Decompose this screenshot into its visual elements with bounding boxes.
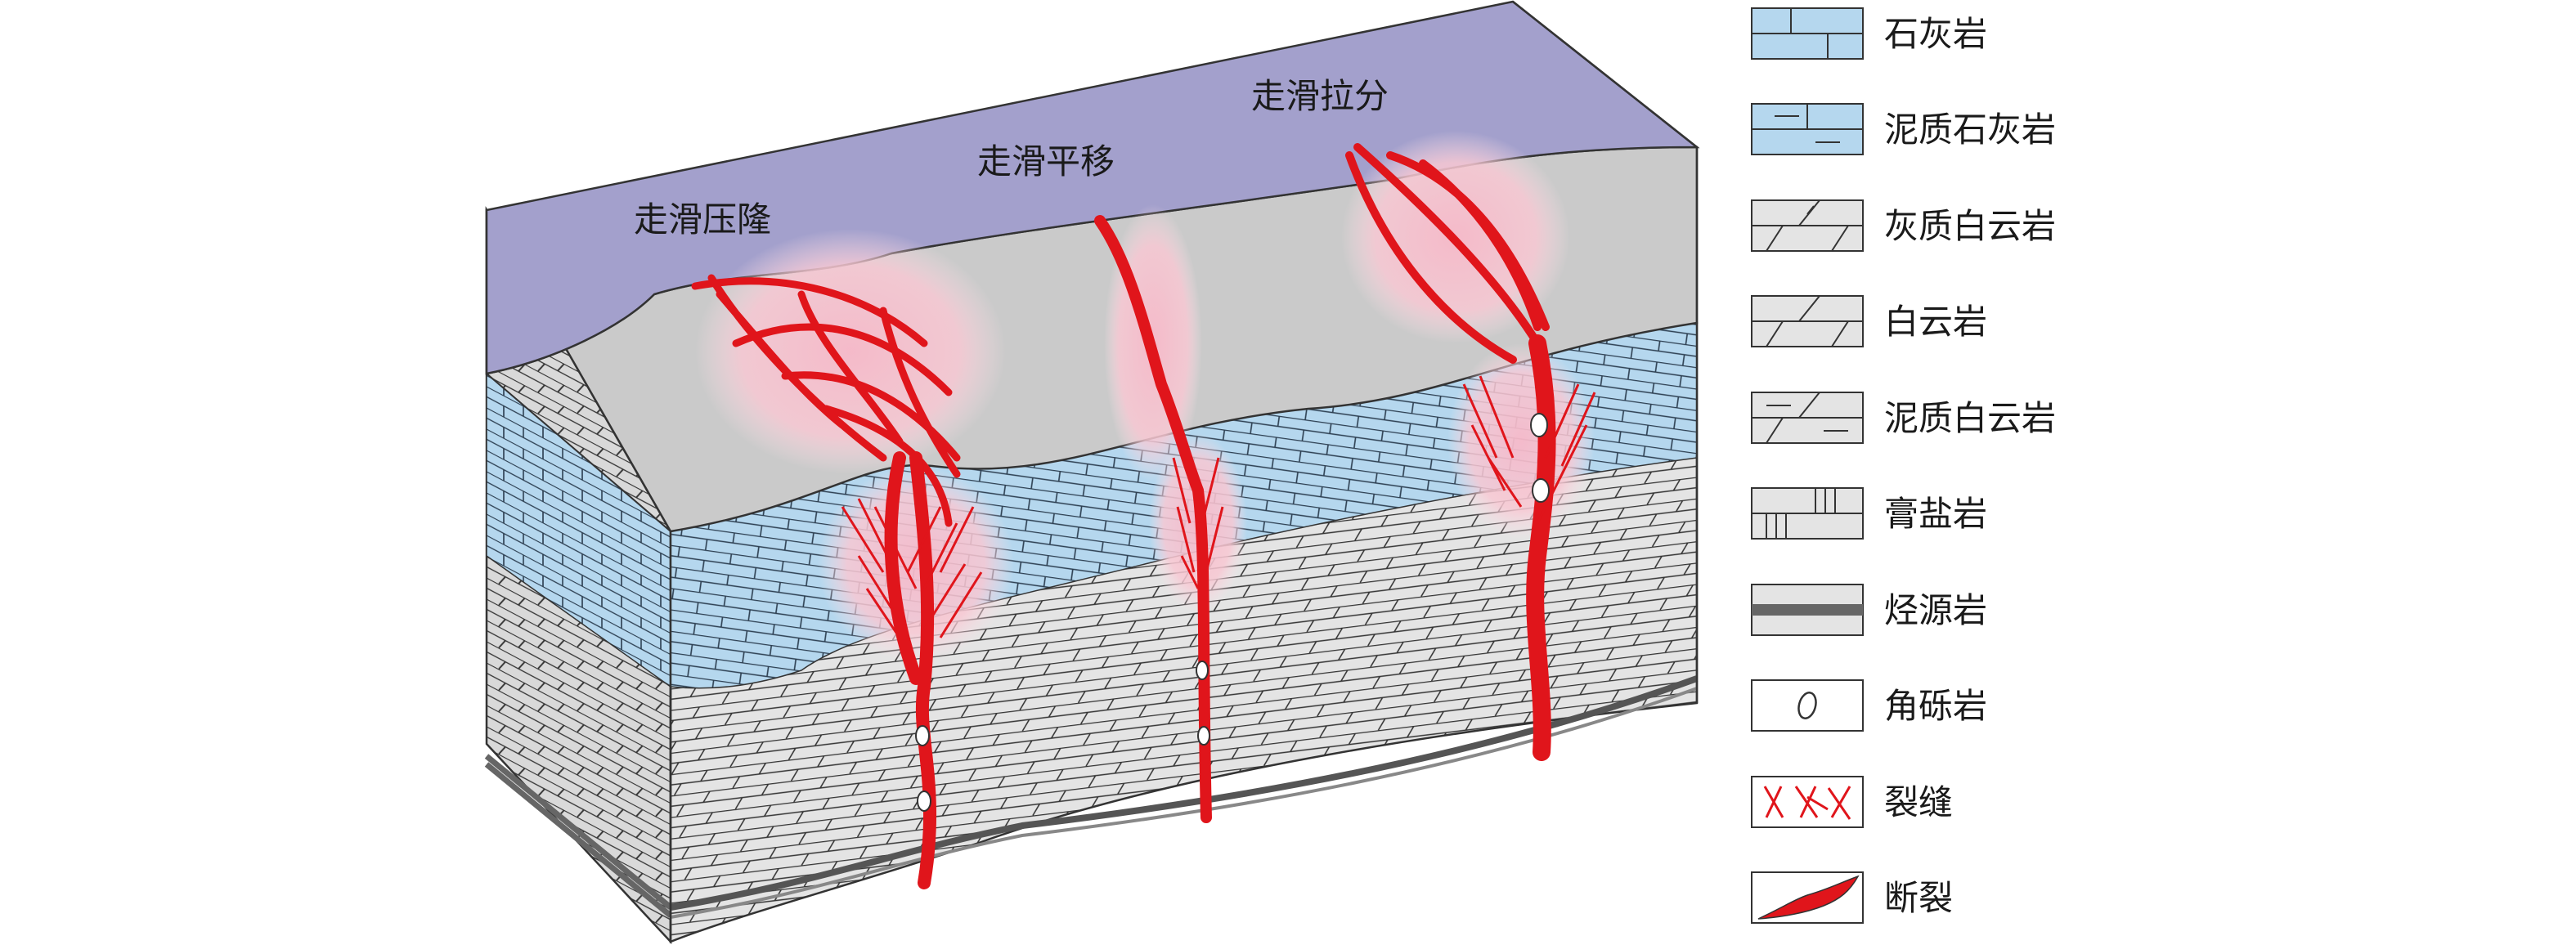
- legend-label: 烃源岩: [1884, 590, 1987, 630]
- legend-item-argillaceous-dolomite: 泥质白云岩: [1751, 392, 2056, 444]
- legend-label: 灰质白云岩: [1884, 206, 2056, 246]
- legend-item-breccia: 角砾岩: [1751, 679, 1987, 732]
- legend-item-gypsum-salt: 膏盐岩: [1751, 487, 1987, 540]
- legend-label: 石灰岩: [1884, 14, 1987, 54]
- zone-label-translation: 走滑平移: [977, 141, 1115, 181]
- left-source-rock: [484, 754, 673, 918]
- legend-item-source-rock: 烃源岩: [1751, 584, 1987, 636]
- zone-label-compression: 走滑压隆: [634, 199, 771, 240]
- legend-swatch-breccia: [1751, 679, 1864, 732]
- legend-label: 断裂: [1884, 878, 1953, 918]
- legend-item-calcareous-dolomite: 灰质白云岩: [1751, 199, 2056, 252]
- legend-label: 泥质石灰岩: [1884, 110, 2056, 150]
- zone-label-extension: 走滑拉分: [1251, 76, 1389, 116]
- legend-item-limestone: 石灰岩: [1751, 7, 1987, 60]
- front-source-rock: [670, 675, 1699, 911]
- block-back-edge: [1512, 1, 1699, 703]
- legend-label: 裂缝: [1884, 782, 1953, 822]
- legend-item-dolomite: 白云岩: [1751, 295, 1987, 347]
- legend-label: 角砾岩: [1884, 686, 1987, 726]
- fault-zone-extension: [1341, 131, 1596, 761]
- legend-item-fracture: 裂缝: [1751, 776, 1953, 828]
- fault-zone-translation: [1094, 204, 1247, 823]
- fault-zone-compression: [691, 229, 1014, 889]
- legend-label: 白云岩: [1884, 302, 1987, 342]
- legend-item-fault: 断裂: [1751, 871, 1953, 924]
- legend-label: 泥质白云岩: [1884, 398, 2056, 438]
- legend: 石灰岩 泥质石灰岩 灰质白云岩 白云岩 泥质白云岩: [1751, 7, 2056, 924]
- legend-label: 膏盐岩: [1884, 494, 1987, 534]
- legend-item-marly-limestone: 泥质石灰岩: [1751, 103, 2056, 155]
